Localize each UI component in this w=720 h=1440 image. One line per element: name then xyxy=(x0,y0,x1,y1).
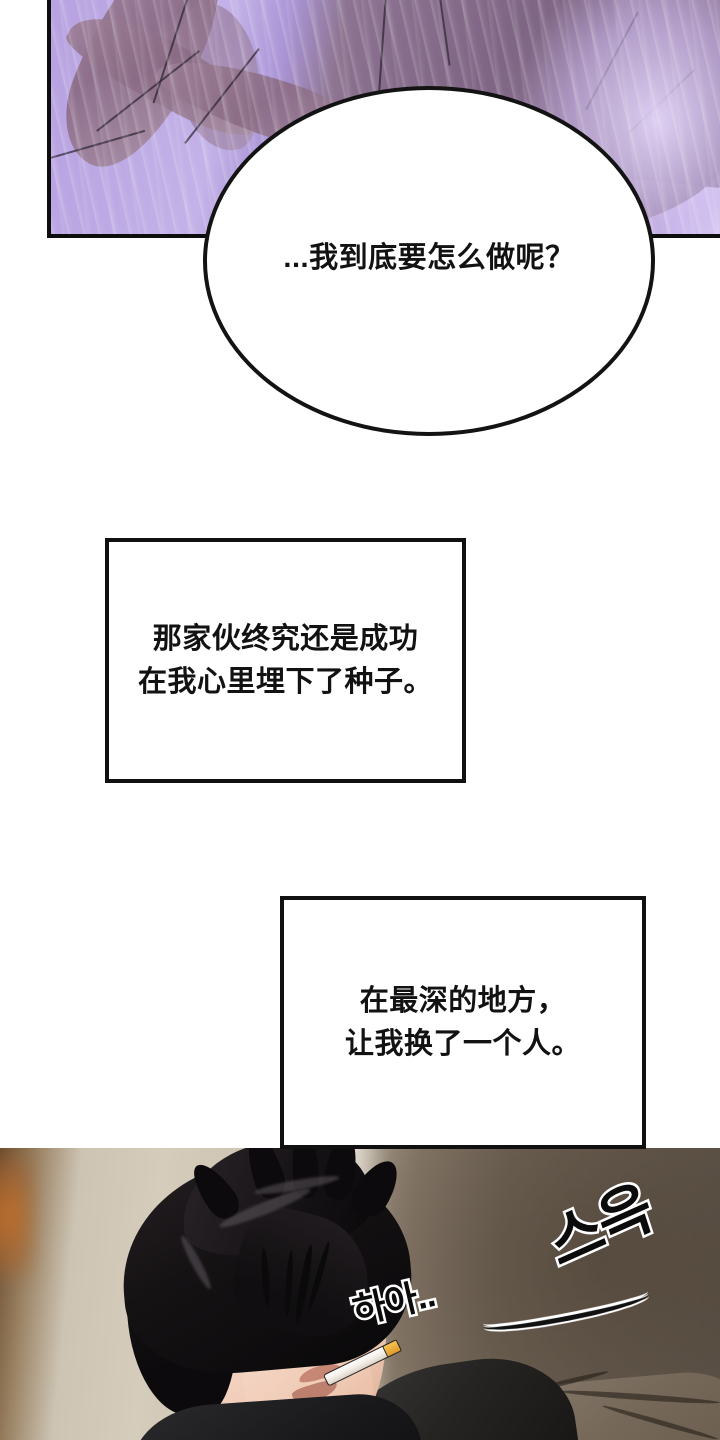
orange-light-blur xyxy=(0,1156,32,1276)
caption-box-2: 在最深的地方， 让我换了一个人。 xyxy=(280,896,646,1149)
caption-box-1: 那家伙终究还是成功 在我心里埋下了种子。 xyxy=(105,538,466,783)
caption-box-2-text: 在最深的地方， 让我换了一个人。 xyxy=(344,985,581,1060)
panel-man-smoking xyxy=(0,1148,720,1440)
speech-bubble: ...我到底要怎么做呢？ xyxy=(203,86,655,436)
speech-bubble-text: ...我到底要怎么做呢？ xyxy=(283,242,575,275)
caption-box-1-text: 那家伙终究还是成功 在我心里埋下了种子。 xyxy=(137,623,433,698)
